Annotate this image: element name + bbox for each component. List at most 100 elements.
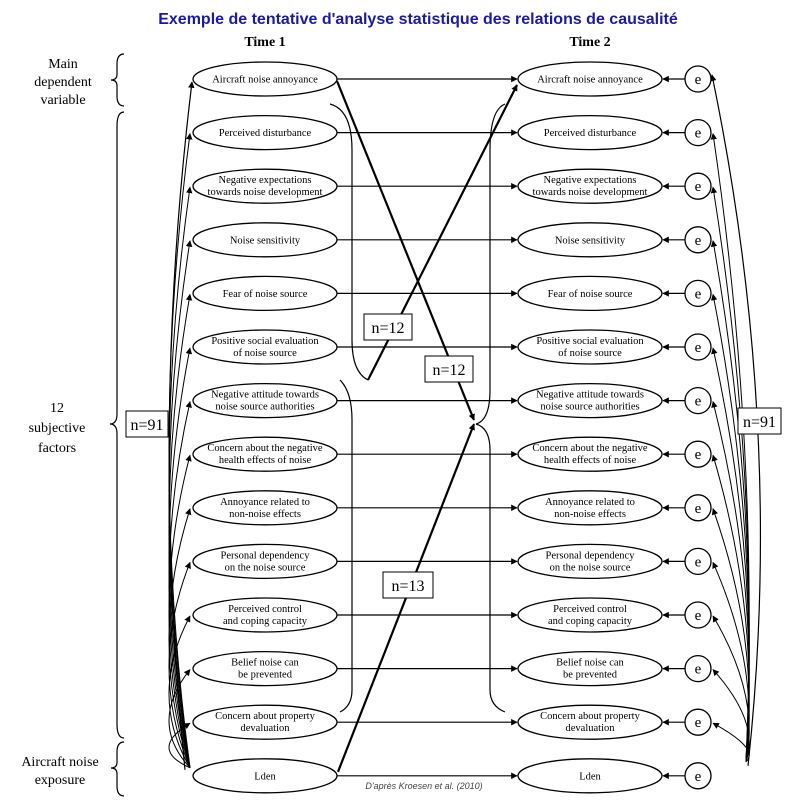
time1-node-outline <box>192 382 338 419</box>
error-term-circle <box>684 172 712 200</box>
time2-node-outline <box>517 275 663 312</box>
group-label-exposure: Aircraft noise exposure <box>21 755 98 788</box>
error-term-circle <box>684 226 712 254</box>
time1-node-label: Annoyance related to <box>220 497 310 508</box>
time1-node-label: and coping capacity <box>223 616 308 627</box>
time2-node-label: and coping capacity <box>548 616 633 627</box>
time1-node-outline <box>192 436 338 472</box>
brace-subjective <box>109 111 125 739</box>
covariance-arc-right <box>710 132 750 762</box>
covariance-arc-left <box>168 669 191 769</box>
error-term-label: e <box>695 608 702 624</box>
time2-node-label: Perceived disturbance <box>544 128 637 139</box>
time2-node-label: Aircraft noise annoyance <box>537 75 643 86</box>
error-term: e <box>684 65 712 93</box>
time1-node-outline <box>192 275 338 312</box>
time1-node-label: Negative expectations <box>218 175 311 186</box>
error-term-circle <box>684 440 712 468</box>
covariance-arc-left <box>168 81 195 770</box>
time2-node-label: Perceived control <box>553 604 627 615</box>
time1-node-label: noise source authorities <box>215 402 314 413</box>
page-title: Exemple de tentative d'analyse statistiq… <box>158 11 678 28</box>
time1-node-outline <box>192 704 338 740</box>
group-label-line: variable <box>40 93 85 108</box>
time1-node-outline <box>192 650 338 687</box>
time1-node-label: Personal dependency <box>221 550 311 561</box>
error-term: e <box>684 601 712 629</box>
error-term: e <box>684 547 712 576</box>
time2-node-label: Noise sensitivity <box>555 235 626 246</box>
brace-main <box>110 53 125 107</box>
error-term: e <box>684 708 712 736</box>
time1-node-label: towards noise development <box>208 187 323 198</box>
time1-node-label: Concern about the negative <box>207 443 323 454</box>
covariance-arc-left <box>168 454 192 768</box>
group-bracket-right-upper <box>475 103 506 425</box>
time2-node: Aircraft noise annoyance <box>517 61 663 97</box>
time2-node: Fear of noise source <box>517 275 663 312</box>
error-term-circle <box>684 279 712 308</box>
time2-node-label: Negative attitude towards <box>536 390 644 401</box>
error-term-label: e <box>695 233 702 249</box>
time2-node-label: Concern about property <box>540 711 640 722</box>
time1-node-label: of noise source <box>233 348 297 359</box>
error-term: e <box>684 279 712 308</box>
group-label-line: dependent <box>34 75 92 90</box>
time2-node-outline <box>517 382 663 419</box>
time1-node-outline <box>192 758 338 794</box>
time1-node-outline <box>192 114 338 151</box>
time1-node-outline <box>192 490 338 526</box>
time2-node-label: Belief noise can <box>556 658 624 669</box>
covariance-arc-left <box>168 400 192 768</box>
time1-node-label: devaluation <box>241 723 291 734</box>
time2-node-outline <box>517 222 663 258</box>
time1-node: Fear of noise source <box>192 275 338 312</box>
time1-node-label: non-noise effects <box>229 509 301 520</box>
time1-node-label: Negative attitude towards <box>211 390 319 401</box>
covariance-arc-right <box>712 722 750 763</box>
time2-node-label: of noise source <box>558 348 622 359</box>
source-credit: D'après Kroesen et al. (2010) <box>365 781 482 791</box>
time2-node-label: on the noise source <box>550 562 631 573</box>
time2-node-outline <box>517 490 663 526</box>
error-term: e <box>684 172 712 200</box>
time2-node-label: be prevented <box>563 670 618 681</box>
error-term-label: e <box>695 179 702 195</box>
time2-node-label: devaluation <box>566 723 616 734</box>
error-term: e <box>684 494 712 522</box>
time2-node-outline <box>517 704 663 740</box>
time1-node-label: Belief noise can <box>231 658 299 669</box>
time2-node-outline <box>517 61 663 97</box>
covariance-arc-right <box>712 669 750 762</box>
time2-node: Lden <box>517 758 663 794</box>
error-term: e <box>684 440 712 468</box>
time1-node-label: Fear of noise source <box>223 289 308 300</box>
count-box-label: n=12 <box>371 320 404 337</box>
error-term-label: e <box>695 72 702 88</box>
time1-node-outline <box>192 222 338 258</box>
group-bracket-upper <box>329 103 369 381</box>
error-term: e <box>684 386 712 415</box>
group-label-main: Main dependent variable <box>34 57 92 108</box>
error-term-circle <box>684 654 712 683</box>
time2-node-outline <box>517 597 663 633</box>
error-term: e <box>684 118 712 147</box>
count-box-label: n=91 <box>130 417 163 434</box>
error-term-label: e <box>695 447 702 463</box>
time2-node-outline <box>517 436 663 472</box>
count-box-frame <box>424 355 474 383</box>
error-term-circle <box>684 762 712 790</box>
time2-node-label: Positive social evaluation <box>536 336 644 347</box>
time1-node: Aircraft noise annoyance <box>192 61 338 97</box>
time2-node-outline <box>517 329 663 365</box>
